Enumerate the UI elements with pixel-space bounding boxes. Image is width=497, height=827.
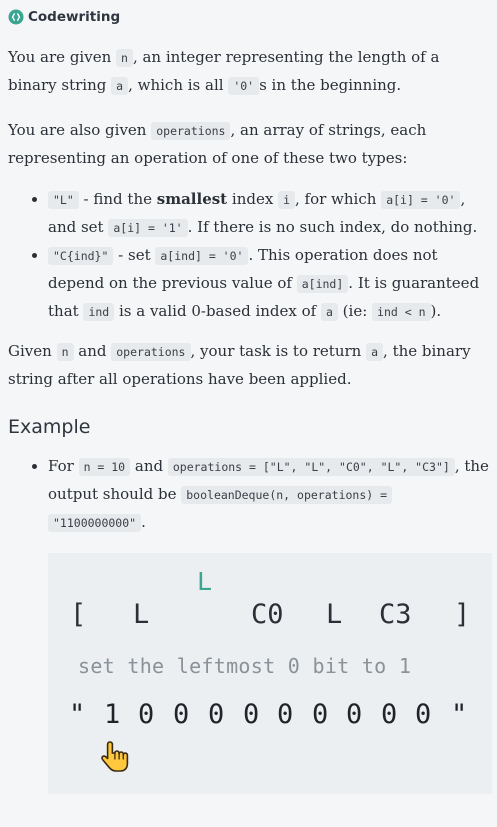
operation-token: C0	[251, 599, 284, 630]
codewriting-logo-icon	[8, 9, 24, 25]
code-n: n	[116, 49, 133, 67]
brand-name: Codewriting	[28, 9, 121, 25]
operation-types-list: "L" - find the smallest index i, for whi…	[8, 186, 492, 326]
operation-token: [	[70, 599, 87, 630]
operation-token: ]	[454, 599, 471, 630]
bit-digit: 0	[173, 699, 190, 730]
bit-digit: 0	[415, 699, 432, 730]
bit-digit: 0	[277, 699, 294, 730]
example-heading: Example	[8, 416, 91, 438]
list-item-c-operation: "C{ind}" - set a[ind] = '0'. This operat…	[48, 242, 492, 326]
code-operations: operations	[151, 122, 231, 140]
paragraph-task: Given n and operations, your task is to …	[8, 342, 471, 388]
example-list: For n = 10 and operations = ["L", "L", "…	[8, 453, 492, 537]
quote-mark: "	[69, 699, 86, 730]
current-operation-marker: L	[197, 567, 213, 596]
operation-token: L	[326, 599, 343, 630]
operation-token: C3	[379, 599, 412, 630]
bit-digit: 0	[381, 699, 398, 730]
example-diagram: L [ L C0 L C3] set the leftmost 0 bit to 1 "…	[48, 553, 492, 794]
bit-digit: 0	[208, 699, 225, 730]
bit-digit: 0	[243, 699, 260, 730]
bit-digit: 0	[138, 699, 155, 730]
pointing-hand-icon	[99, 740, 133, 780]
bit-digit: 0	[312, 699, 329, 730]
list-item-l-operation: "L" - find the smallest index i, for whi…	[48, 186, 492, 242]
task-description: You are given n, an integer representing…	[8, 44, 492, 537]
list-item-example: For n = 10 and operations = ["L", "L", "…	[48, 453, 492, 537]
brand: Codewriting	[8, 9, 120, 25]
code-a: a	[111, 77, 129, 95]
code-zero: '0'	[228, 77, 260, 95]
bit-digit: 0	[346, 699, 363, 730]
operation-caption: set the leftmost 0 bit to 1	[78, 654, 412, 678]
bit-digit: 1	[104, 699, 121, 730]
paragraph-intro: You are given n, an integer representing…	[8, 48, 440, 95]
paragraph-operations: You are also given operations, an array …	[8, 121, 427, 167]
quote-mark: "	[451, 699, 468, 730]
operation-token: L	[133, 599, 150, 630]
